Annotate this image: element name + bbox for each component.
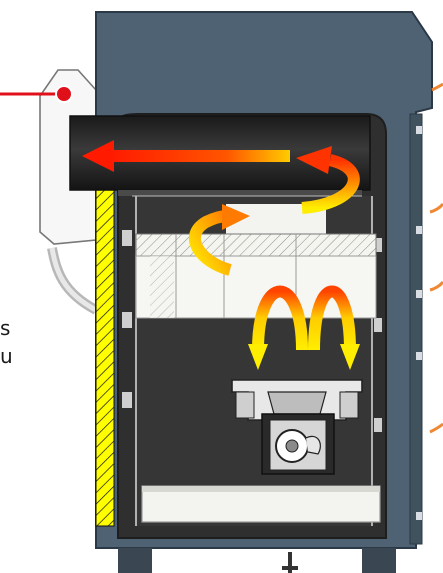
flow-arrow-icon [188, 204, 250, 276]
side-label-line-2: u [0, 344, 13, 368]
flow-arrow-icon [248, 285, 308, 370]
side-label-line-1: s [0, 316, 11, 340]
hatched-insulation [95, 189, 115, 527]
pointer-dot-icon [55, 85, 73, 103]
flow-arrow-icon [308, 285, 360, 370]
fan-icon [275, 429, 321, 463]
flow-arrow-icon [82, 140, 290, 172]
flow-arrows [82, 140, 360, 370]
pointer-marker [0, 85, 73, 103]
flow-arrow-icon [296, 146, 360, 214]
burner-assembly [231, 379, 363, 475]
